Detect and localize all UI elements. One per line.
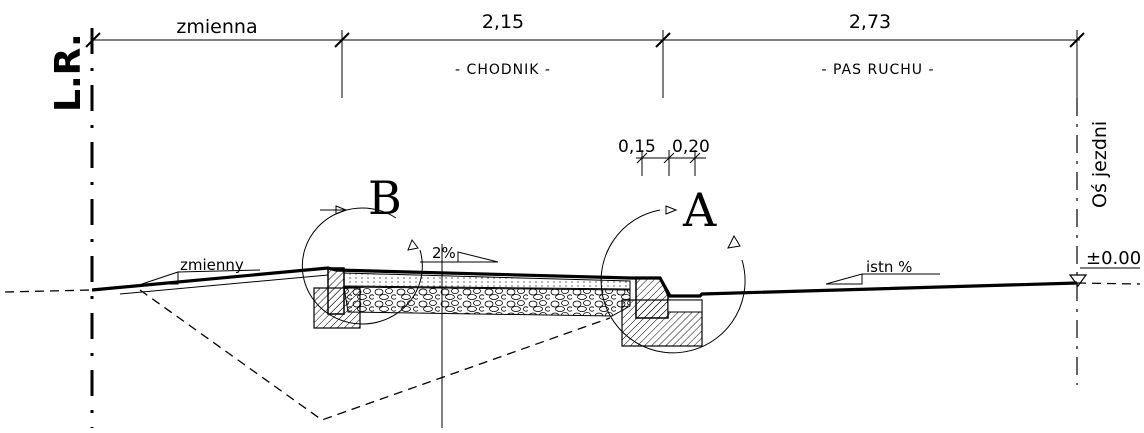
ground-extension-left	[4, 289, 93, 293]
slope-road-label: istn %	[866, 258, 912, 276]
detail-b-label: B	[368, 171, 402, 225]
ground-extension-right	[1076, 282, 1141, 285]
level-marker-icon	[1068, 267, 1140, 288]
level-label: ±0.00	[1086, 248, 1141, 269]
dimension-curb-b: 0,20	[672, 137, 710, 157]
dimension-lane: 2,73	[849, 11, 891, 33]
slope-road-icon	[825, 273, 940, 285]
dimension-curb-a: 0,15	[618, 137, 656, 157]
gravel-base	[343, 286, 631, 317]
axis-label: Oś jezdni	[1089, 121, 1111, 208]
detail-a-label: A	[682, 183, 717, 237]
slope-walk-icon	[420, 251, 499, 263]
curb-b	[313, 267, 361, 329]
zone-lane: - PAS RUCHU -	[822, 62, 935, 78]
dimension-zmienna: zmienna	[176, 16, 257, 38]
slope-walk-label: 2%	[432, 244, 456, 262]
dimension-chain	[85, 30, 1085, 98]
detail-circle-a	[600, 205, 746, 354]
detail-circle-b	[301, 205, 423, 325]
curb-dimension	[636, 150, 706, 176]
slope-left-icon	[141, 269, 261, 285]
zone-sidewalk: - CHODNIK -	[455, 62, 551, 78]
curb-a	[621, 277, 703, 347]
slope-left-label: zmienny	[180, 256, 244, 274]
left-line-label: L.R.	[48, 33, 89, 112]
dimension-sidewalk: 2,15	[482, 11, 524, 33]
earthwork-outline	[139, 289, 611, 421]
